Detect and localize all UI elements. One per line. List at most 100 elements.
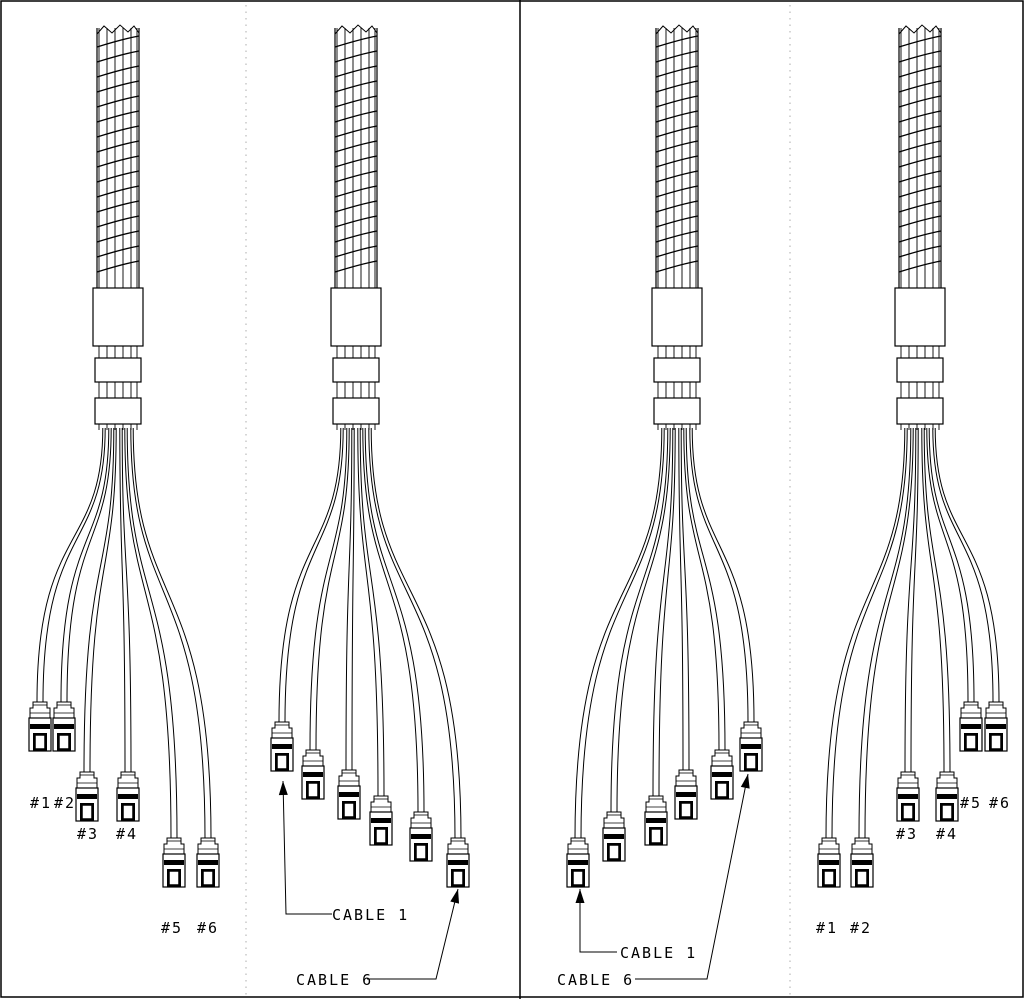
spiral-wrap (334, 35, 378, 273)
cable-jacket (923, 427, 951, 773)
cable-jacket (309, 427, 348, 751)
cable-jacket (130, 427, 206, 839)
band-clamp (653, 357, 701, 383)
callout-leader (282, 780, 332, 915)
cable-jacket (910, 427, 919, 773)
rj45-connector (710, 749, 734, 800)
trunk-cut-end (655, 24, 699, 35)
connector-boot (675, 769, 697, 787)
latch-tab (82, 805, 92, 819)
latch-tab (308, 783, 318, 797)
band-clamp (332, 357, 380, 383)
heat-shrink-sleeve (651, 287, 703, 347)
latch-band (568, 860, 588, 865)
cable-jacket (124, 427, 172, 839)
callout-leader (635, 773, 749, 980)
latch-band (712, 772, 732, 777)
callout-arrowhead (575, 889, 585, 903)
cable-jacket (370, 427, 462, 839)
cable-jacket (126, 427, 178, 839)
cable-jacket (357, 427, 379, 797)
cable-jacket (831, 427, 908, 839)
cable-jacket (683, 427, 720, 751)
connector-boot (740, 721, 762, 739)
cable-number-label: #6 (197, 919, 219, 937)
breakout-boot (94, 397, 142, 425)
connector-boot (567, 837, 589, 855)
cable-jacket (278, 427, 342, 723)
callout-label: CABLE 1 (620, 944, 697, 962)
latch-tab (651, 829, 661, 843)
cable-number-label: #3 (77, 825, 99, 843)
callout-leader (367, 888, 459, 980)
latch-tab (609, 845, 619, 859)
trunk-cut-end (334, 24, 378, 35)
latch-band (371, 818, 391, 823)
cable-jacket (825, 427, 906, 839)
cable-jacket (89, 427, 117, 773)
connector-boot (711, 749, 733, 767)
cable-jacket (121, 427, 132, 773)
latch-band (198, 860, 218, 865)
cable-number-label: #2 (54, 794, 76, 812)
band-clamp (94, 357, 142, 383)
cable-number-label: #6 (989, 794, 1011, 812)
cable-jacket (345, 427, 353, 771)
cable-jacket (368, 427, 456, 839)
latch-band (741, 744, 761, 749)
cable-number-label: #1 (30, 794, 52, 812)
cable-jacket (689, 427, 749, 723)
breakout-boot (332, 397, 380, 425)
rj45-connector (817, 837, 841, 888)
rj45-connector (644, 795, 668, 846)
connector-boot (985, 701, 1007, 719)
connector-boot (302, 749, 324, 767)
latch-band (303, 772, 323, 777)
callout-arrowhead (450, 889, 460, 904)
connector-boot (897, 771, 919, 789)
trunk-cut-end (96, 24, 140, 35)
latch-band (448, 860, 468, 865)
cable-jacket (928, 427, 975, 703)
latch-band (604, 834, 624, 839)
cable-number-label: #5 (161, 919, 183, 937)
cable-jacket (921, 427, 945, 773)
rj45-connector (959, 701, 983, 752)
rj45-connector (896, 771, 920, 822)
rj45-connector (446, 837, 470, 888)
latch-band (118, 794, 138, 799)
harness-p4: #1#2#3#4#5#6 (816, 24, 1011, 937)
cable-number-label: #1 (816, 919, 838, 937)
cable-jacket (284, 427, 344, 723)
rj45-connector (739, 721, 763, 772)
trunk-cut-end (898, 24, 942, 35)
cable-number-label: #4 (116, 825, 138, 843)
connector-boot (197, 837, 219, 855)
cable-number-label: #3 (896, 825, 918, 843)
connector-boot (851, 837, 873, 855)
rj45-connector (850, 837, 874, 888)
connector-boot (447, 837, 469, 855)
connector-boot (960, 701, 982, 719)
callout-arrowhead (740, 774, 750, 789)
latch-tab (857, 871, 867, 885)
spiral-wrap (96, 35, 140, 273)
latch-band (852, 860, 872, 865)
cable-jacket (864, 427, 914, 839)
cable-jacket (574, 427, 663, 839)
latch-tab (746, 755, 756, 769)
latch-band (819, 860, 839, 865)
latch-tab (59, 735, 69, 749)
spiral-wrap (898, 35, 942, 273)
cable-jacket (926, 427, 969, 703)
rj45-connector (75, 771, 99, 822)
cable-number-label: #2 (850, 919, 872, 937)
cable-jacket (83, 427, 115, 773)
callout-label: CABLE 6 (557, 971, 634, 989)
rj45-connector (337, 769, 361, 820)
latch-band (898, 794, 918, 799)
latch-band (339, 792, 359, 797)
latch-tab (169, 871, 179, 885)
cable-jacket (678, 427, 684, 771)
latch-tab (277, 755, 287, 769)
